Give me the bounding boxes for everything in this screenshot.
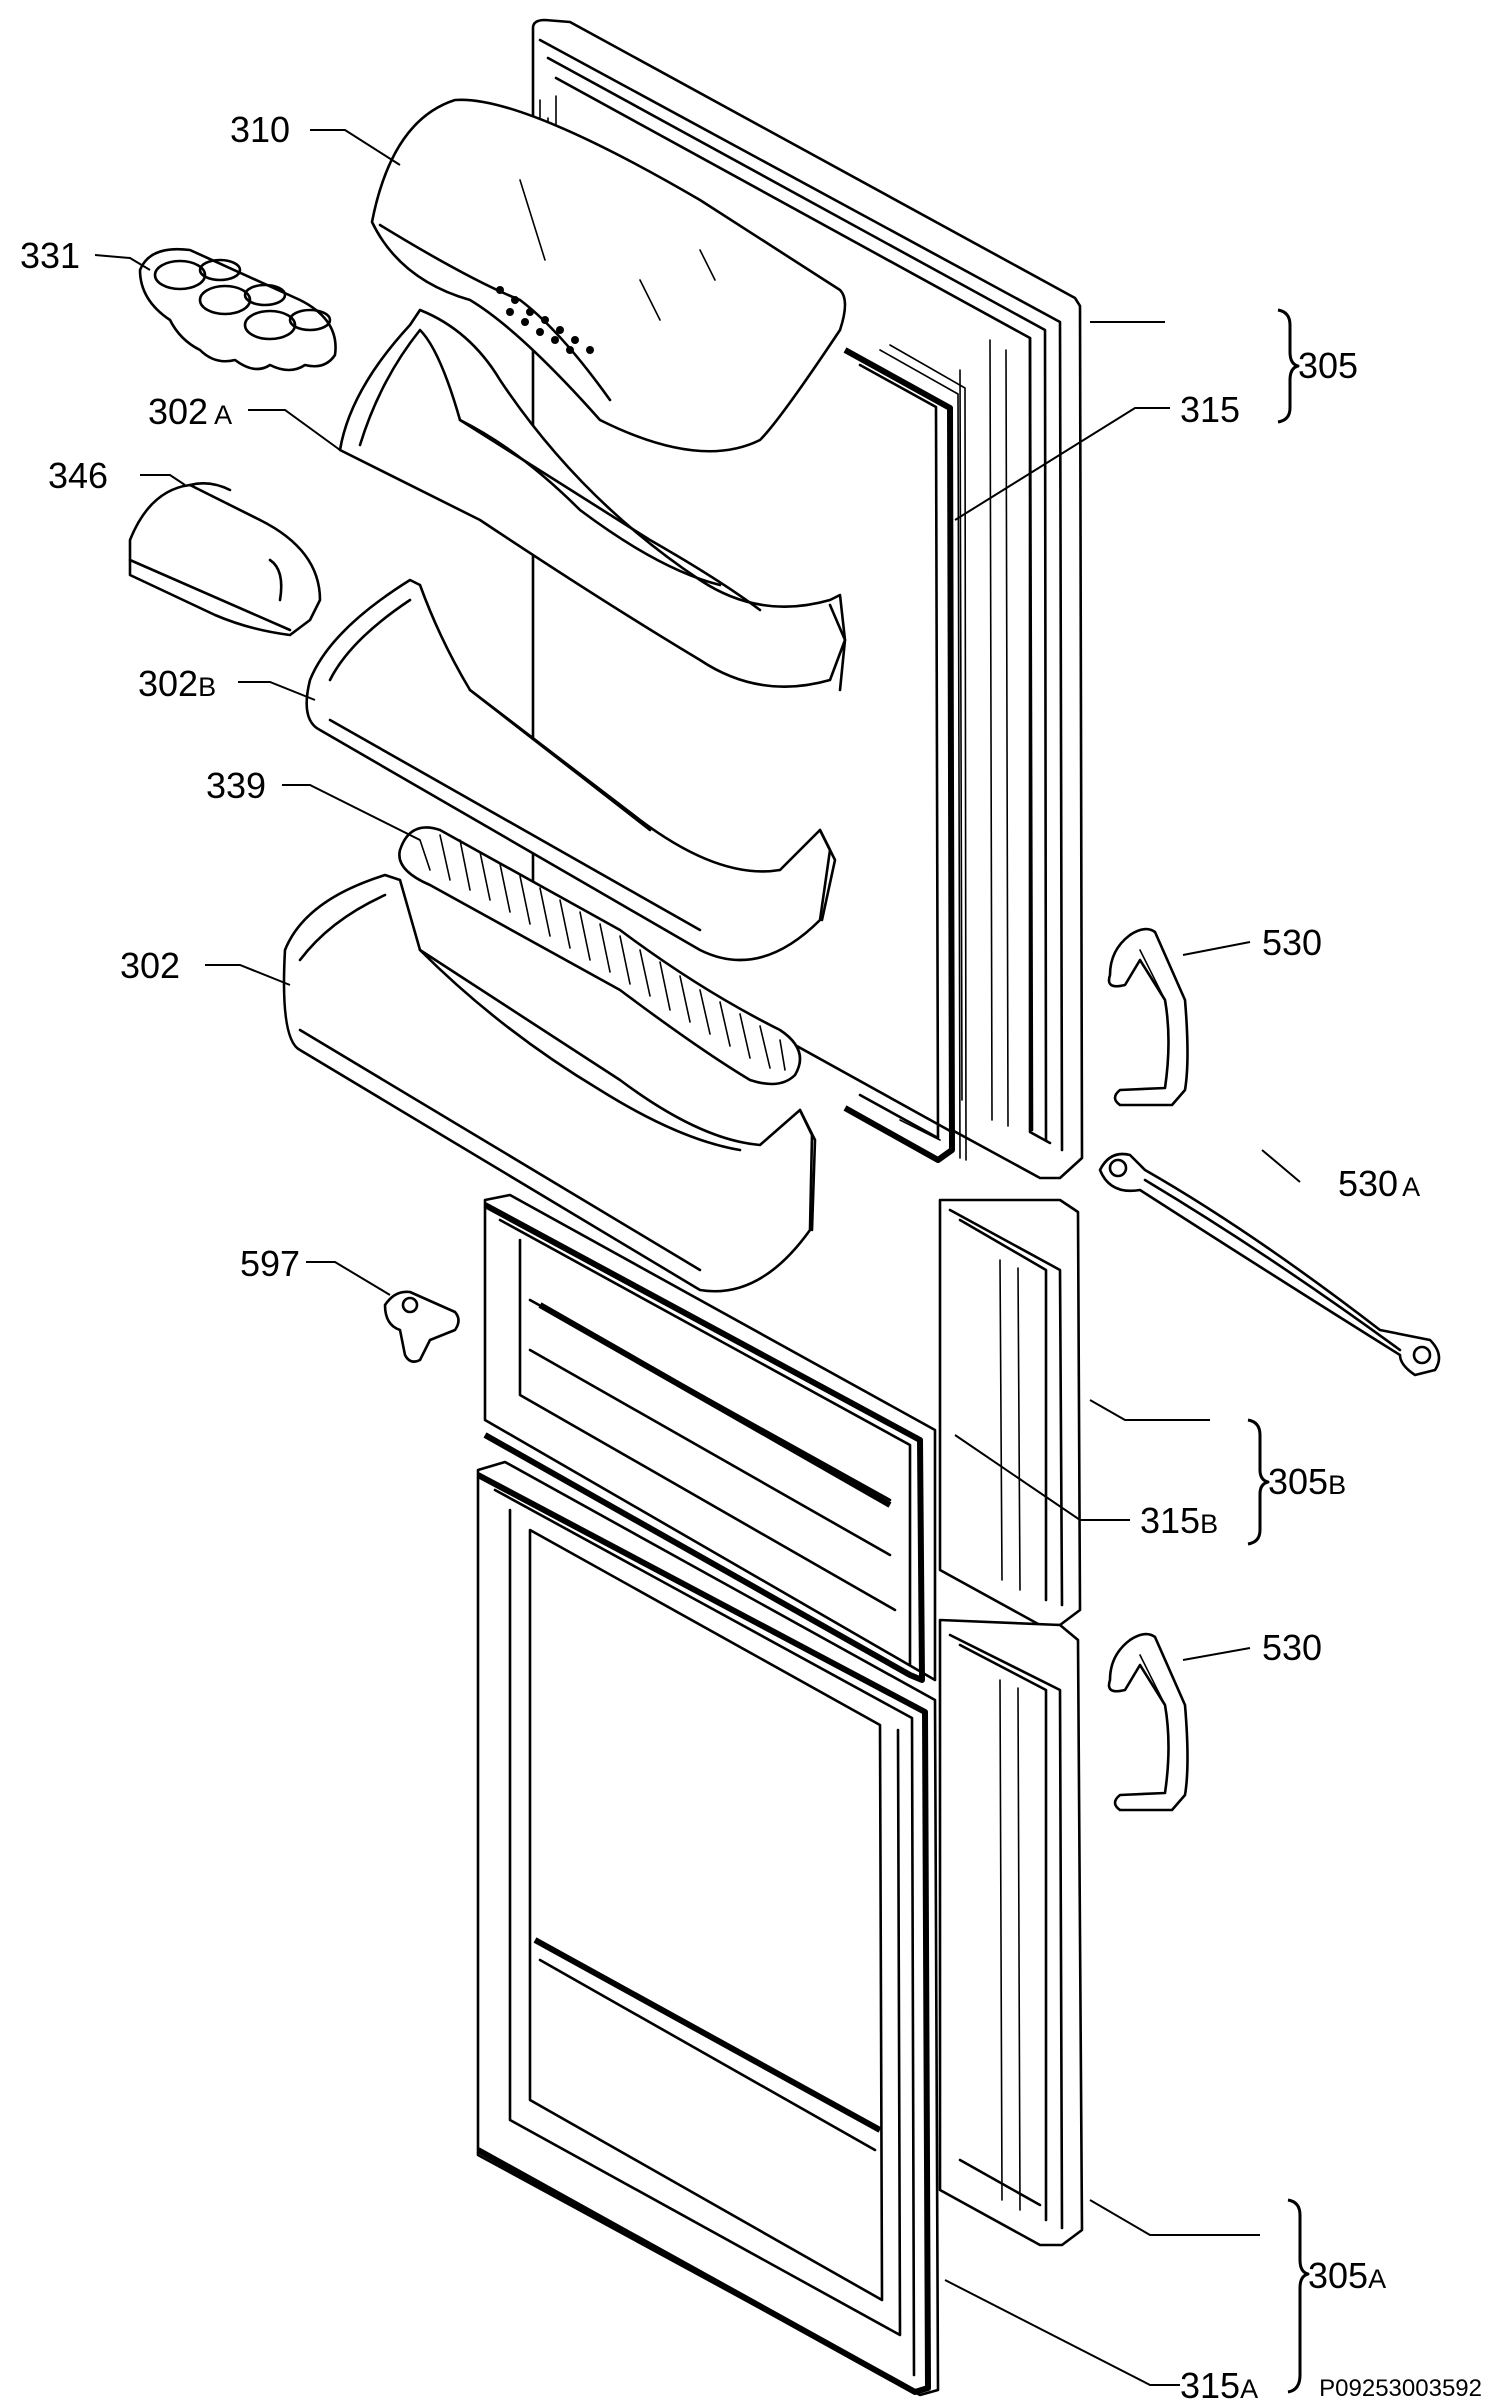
label-530-bottom: 530 xyxy=(1262,1627,1322,1668)
brace-305b xyxy=(1247,1418,1270,1546)
label-315: 315 xyxy=(1180,389,1240,430)
label-305: 305 xyxy=(1298,345,1358,386)
door-shelf-302b xyxy=(305,578,837,962)
label-305a: 305A xyxy=(1308,2255,1386,2296)
label-597: 597 xyxy=(240,1243,300,1284)
label-302b: 302B xyxy=(138,663,216,704)
label-315a: 315A xyxy=(1180,2365,1258,2400)
label-310: 310 xyxy=(230,109,290,150)
lid-vent-dots xyxy=(496,286,594,354)
bar-handle-530a xyxy=(1098,1152,1441,1377)
label-302: 302 xyxy=(120,945,180,986)
label-331: 331 xyxy=(20,235,80,276)
leader-lines xyxy=(94,129,1301,2386)
butter-dish-346 xyxy=(128,482,322,637)
drawing-code: P09253003592 xyxy=(1319,2375,1482,2400)
brace-305 xyxy=(1277,308,1300,424)
hinge-clip-597 xyxy=(383,1290,460,1363)
freezer-door-bottom xyxy=(476,1460,1084,2397)
door-gasket-top xyxy=(843,344,967,1163)
dairy-lid-310 xyxy=(370,98,847,453)
label-315b: 315B xyxy=(1140,1500,1218,1541)
door-handle-530-bottom xyxy=(1107,1632,1189,1812)
freezer-door-middle xyxy=(483,1193,1082,1683)
label-339: 339 xyxy=(206,765,266,806)
door-handle-530-top xyxy=(1107,927,1189,1107)
egg-tray-331 xyxy=(138,247,337,372)
label-346: 346 xyxy=(48,455,108,496)
door-shelf-302a xyxy=(338,308,847,692)
brace-305a xyxy=(1287,2198,1310,2394)
roller-339 xyxy=(398,826,802,1086)
door-shelf-302 xyxy=(282,873,817,1293)
label-305b: 305B xyxy=(1268,1461,1346,1502)
label-530-top: 530 xyxy=(1262,922,1322,963)
